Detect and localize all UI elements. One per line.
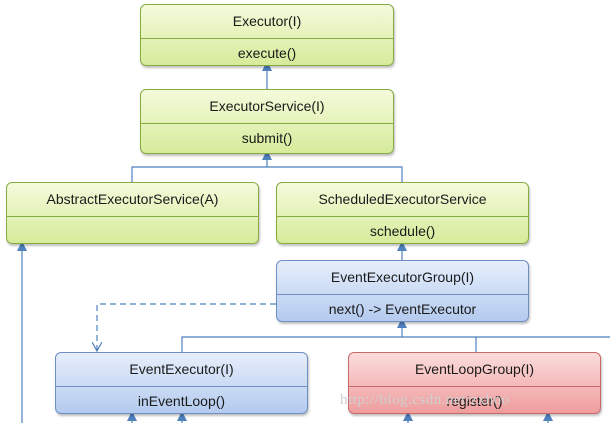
class-title: ScheduledExecutorService	[277, 183, 528, 217]
arrow-eventexecutor-to-eventexecutorgroup	[181, 318, 407, 352]
executor-class-box: Executor(I) execute()	[140, 4, 394, 66]
executorservice-class-box: ExecutorService(I) submit()	[140, 89, 394, 154]
class-method: next() -> EventExecutor	[328, 301, 477, 317]
class-method	[7, 217, 258, 243]
dashed-dependency-next	[97, 303, 276, 351]
eventexecutor-class-box: EventExecutor(I) inEventLoop()	[55, 352, 308, 414]
eventloopgroup-class-box: EventLoopGroup(I) register()	[348, 352, 601, 414]
scheduledexecutorservice-class-box: ScheduledExecutorService schedule()	[276, 182, 529, 244]
class-method: submit()	[241, 130, 293, 146]
class-method: register()	[446, 393, 503, 409]
class-title: Executor(I)	[141, 5, 393, 39]
class-title: EventLoopGroup(I)	[349, 353, 600, 387]
class-method: execute()	[237, 45, 297, 61]
class-title: EventExecutor(I)	[56, 353, 307, 387]
class-title: AbstractExecutorService(A)	[7, 183, 258, 217]
class-title: EventExecutorGroup(I)	[277, 261, 528, 295]
arrow-eventloopgroup-to-eventexecutorgroup	[402, 336, 477, 352]
eventexecutorgroup-class-box: EventExecutorGroup(I) next() -> EventExe…	[276, 260, 529, 322]
abstractexecutorservice-class-box: AbstractExecutorService(A)	[6, 182, 259, 244]
class-method: schedule()	[369, 223, 436, 239]
class-title: ExecutorService(I)	[141, 90, 393, 124]
arrow-scheduled-to-executorservice	[267, 166, 403, 182]
arrow-abstract-to-executorservice	[131, 150, 272, 182]
watermark-text: http://blog.csdn.net/zxhoo	[340, 392, 510, 408]
class-method: inEventLoop()	[137, 393, 226, 409]
